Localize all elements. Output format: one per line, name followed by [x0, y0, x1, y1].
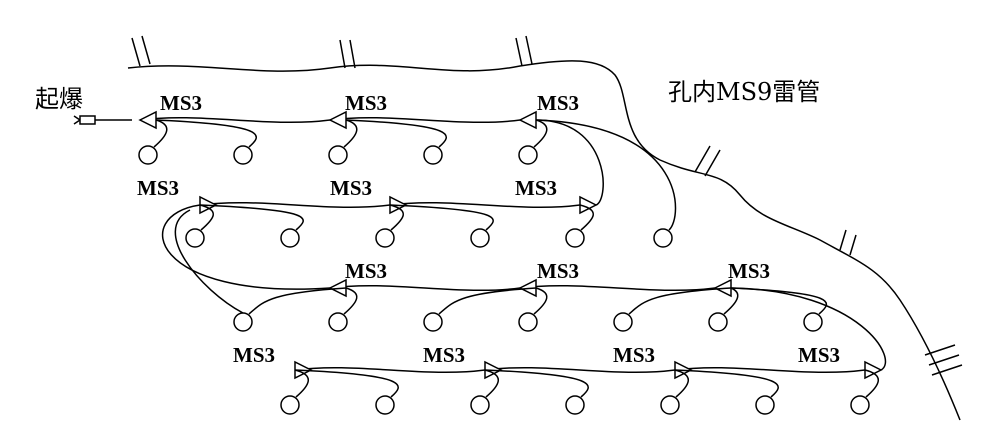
lead-wire: [484, 369, 589, 398]
connector-label: MS3: [798, 343, 840, 367]
lead-wire: [674, 369, 779, 398]
lead-wire: [153, 119, 168, 148]
lead-wire: [199, 204, 304, 231]
blast-hole-icon: [328, 145, 348, 165]
hatch-marks: [131, 35, 963, 376]
blast-hole-icon: [470, 228, 490, 248]
blast-hole-icon: [850, 395, 870, 415]
lead-wire: [174, 209, 244, 314]
initiation-label: 起爆: [35, 85, 83, 113]
initiator: [73, 115, 132, 125]
lead-wire: [248, 287, 347, 315]
blast-hole-icon: [233, 145, 253, 165]
lead-wire: [294, 369, 399, 398]
connector-label: MS3: [345, 91, 387, 115]
blast-hole-icon: [565, 228, 585, 248]
blast-hole-icon: [375, 228, 395, 248]
connector-label: MS3: [515, 176, 557, 200]
lead-wire: [533, 287, 548, 315]
lead-wire: [484, 369, 499, 398]
row-link: [730, 287, 887, 371]
lead-wire: [199, 204, 214, 231]
connector-label: MS3: [345, 259, 387, 283]
blast-hole-icon: [708, 312, 728, 332]
blast-hole-icon: [138, 145, 158, 165]
trunk-line: [294, 366, 866, 374]
blast-hole-icon: [185, 228, 205, 248]
lead-wire: [723, 287, 739, 315]
lead-wire: [343, 119, 358, 148]
lead-wire: [674, 369, 689, 398]
lead-wire: [533, 119, 548, 148]
lead-wire: [343, 287, 358, 315]
blast-hole-icon: [470, 395, 490, 415]
connector-label: MS3: [160, 91, 202, 115]
ms3-connector-icon: [138, 110, 157, 130]
connector-label: MS3: [537, 259, 579, 283]
blast-hole-icon: [660, 395, 680, 415]
lead-wire: [535, 119, 677, 231]
connector-label: MS3: [233, 343, 275, 367]
blast-hole-icon: [803, 312, 823, 332]
lead-wire: [155, 119, 257, 148]
lead-wire: [345, 119, 447, 148]
connector-row: MS3 MS3 MS3: [233, 259, 827, 332]
connector-label: MS3: [137, 176, 179, 200]
free-face-boundary: [127, 60, 961, 421]
blast-hole-icon: [755, 395, 775, 415]
connector-row: MS3 MS3 MS3: [137, 176, 598, 248]
hole-detonator-label: 孔内MS9雷管: [668, 78, 820, 106]
lead-wire: [389, 204, 404, 231]
blast-hole-icon: [613, 312, 633, 332]
blast-hole-icon: [328, 312, 348, 332]
connector-label: MS3: [537, 91, 579, 115]
lead-wire: [438, 287, 537, 315]
blast-hole-icon: [423, 312, 443, 332]
blast-hole-icon: [518, 145, 538, 165]
connector-label: MS3: [330, 176, 372, 200]
blast-hole-icon: [653, 228, 673, 248]
row-link: [162, 204, 331, 290]
blast-hole-icon: [280, 395, 300, 415]
blast-hole-icon: [423, 145, 443, 165]
blast-hole-icon: [375, 395, 395, 415]
lead-wire: [628, 287, 732, 315]
lead-wire: [294, 369, 309, 398]
lead-wire: [389, 204, 494, 231]
blast-hole-icon: [518, 312, 538, 332]
blast-hole-icon: [280, 228, 300, 248]
connector-label: MS3: [423, 343, 465, 367]
connector-row: MS3 MS3 MS3 MS3: [233, 343, 883, 415]
row-link: [535, 119, 604, 206]
blast-hole-icon: [233, 312, 253, 332]
ms3-connector-icon: [518, 110, 537, 130]
lead-wire: [864, 369, 879, 398]
connector-label: MS3: [613, 343, 655, 367]
lead-wire: [579, 204, 594, 231]
connector-label: MS3: [728, 259, 770, 283]
blast-hole-icon: [565, 395, 585, 415]
ms3-connector-icon: [328, 110, 347, 130]
